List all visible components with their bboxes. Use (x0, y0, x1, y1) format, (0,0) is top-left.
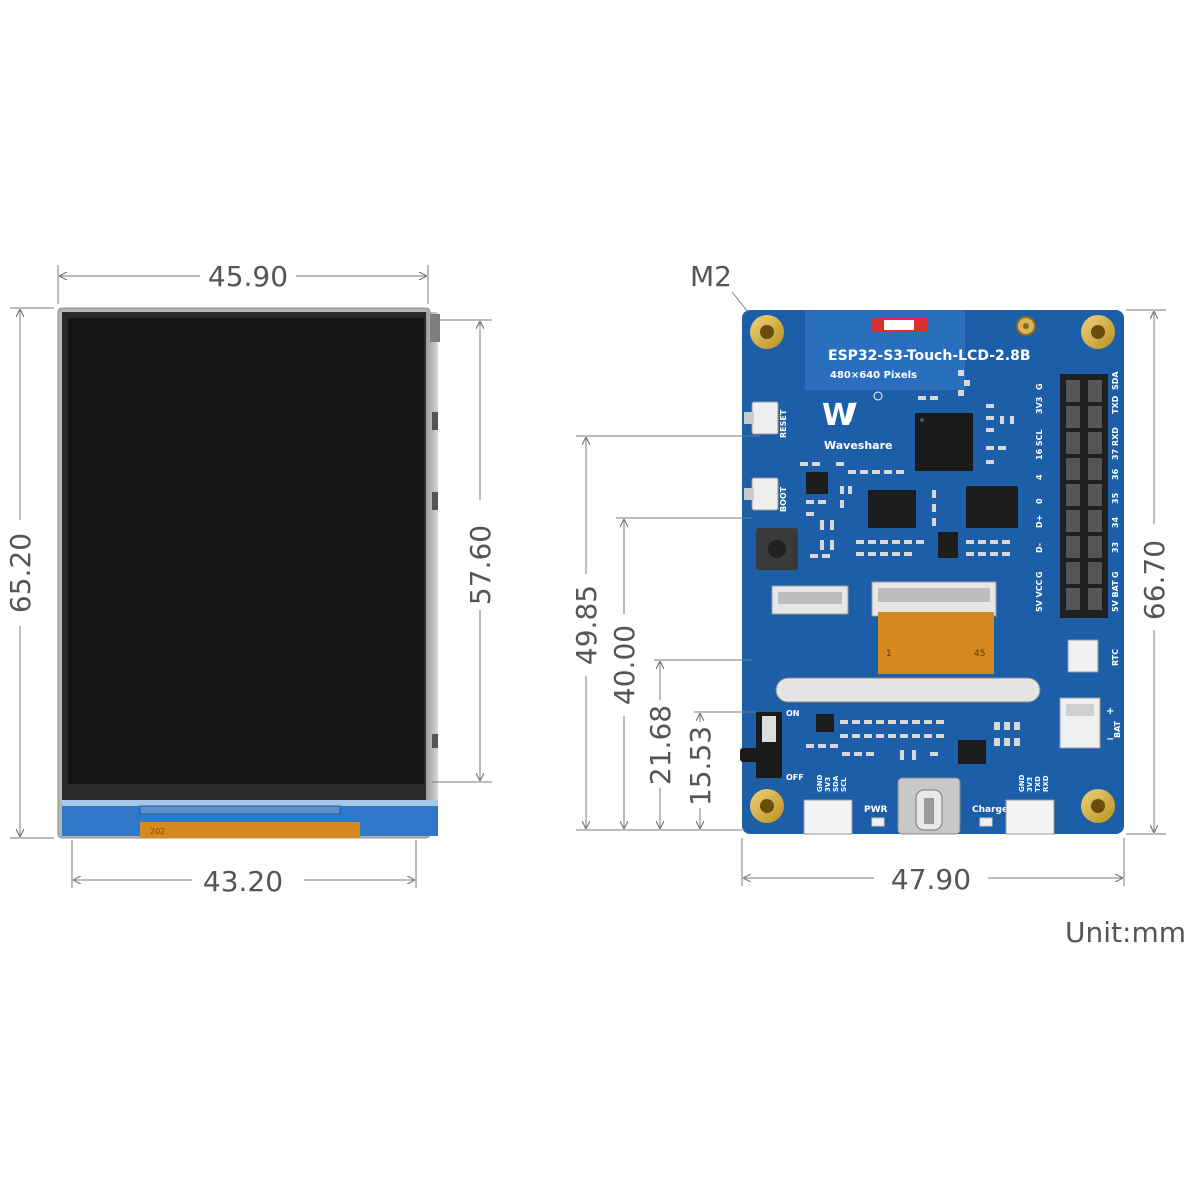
passive-components (800, 370, 1020, 760)
charge-led (979, 817, 993, 827)
lcd-front-fpc (140, 822, 360, 838)
boot-button[interactable] (751, 477, 779, 511)
board-title: ESP32-S3-Touch-LCD-2.8B (828, 348, 1031, 364)
svg-text:D+: D+ (1035, 515, 1044, 528)
svg-text:G: G (1035, 571, 1044, 578)
mount-label: M2 (690, 260, 732, 293)
dim-back-15: 15.53 (684, 726, 717, 806)
svg-text:SDA: SDA (1111, 371, 1120, 390)
boot-label: BOOT (779, 486, 788, 512)
fpc-front-label: 202 (150, 827, 165, 836)
mount-hole-icon (750, 315, 784, 349)
fpc-pin-right: 45 (974, 649, 985, 659)
svg-text:34: 34 (1111, 516, 1120, 528)
dim-front-width: 45.90 (208, 260, 288, 293)
uart-pin-labels: GND 3V3 TXD RXD (1018, 774, 1050, 792)
board-brand: Waveshare (824, 439, 892, 452)
mcu-chip (915, 413, 973, 471)
svg-text:TXD: TXD (1034, 776, 1042, 792)
svg-text:33: 33 (1111, 542, 1120, 553)
svg-text:37 RXD: 37 RXD (1111, 427, 1120, 460)
header-right-labels: 5V BAT G 33 34 35 36 37 RXD TXD SDA (1111, 371, 1120, 612)
uart-connector[interactable] (1005, 799, 1055, 835)
ic-chip (958, 740, 986, 764)
dim-front-height: 65.20 (4, 533, 37, 613)
bat-minus-label: − (1106, 734, 1114, 745)
charge-label: Charge (972, 805, 1008, 815)
pwr-label: PWR (864, 805, 888, 815)
svg-text:G: G (1035, 383, 1044, 390)
board-subtitle: 480×640 Pixels (830, 370, 917, 381)
pcb-slot (775, 677, 1041, 703)
dim-back-21: 21.68 (644, 705, 677, 785)
lcd-side-edge (426, 312, 438, 812)
bat-plus-label: + (1106, 706, 1114, 717)
mount-hole-icon (750, 789, 784, 823)
header-pins (1066, 380, 1102, 610)
dim-back-49: 49.85 (570, 585, 603, 665)
dim-screen-height: 57.60 (464, 525, 497, 605)
svg-text:0: 0 (1035, 498, 1044, 504)
svg-text:/: / (848, 398, 857, 426)
reset-label: RESET (779, 409, 788, 438)
waveshare-logo: W / (822, 391, 883, 433)
ic-chip (938, 532, 958, 558)
svg-text:GND: GND (1018, 774, 1026, 792)
i2c-connector[interactable] (803, 799, 853, 835)
dim-back-height: 66.70 (1138, 540, 1171, 620)
lcd-screen (68, 318, 424, 784)
ic-chip (868, 490, 916, 528)
front-view: 202 45.90 65.20 57.60 43.20 (4, 260, 497, 898)
ic-chip (816, 714, 834, 732)
dim-back-width: 47.90 (891, 863, 971, 896)
svg-text:W: W (822, 398, 855, 433)
svg-text:5V BAT: 5V BAT (1111, 580, 1120, 612)
svg-text:3V3: 3V3 (824, 777, 832, 792)
unit-label: Unit:mm (1065, 916, 1186, 949)
rtc-connector[interactable] (1067, 639, 1099, 673)
reset-button[interactable] (751, 401, 779, 435)
svg-text:3V3: 3V3 (1035, 397, 1044, 414)
ic-chip (806, 472, 828, 494)
ic-chip (966, 486, 1018, 528)
svg-text:5V VCC: 5V VCC (1035, 579, 1044, 612)
svg-text:16 SCL: 16 SCL (1035, 429, 1044, 460)
svg-text:3V3: 3V3 (1026, 777, 1034, 792)
i2c-pin-labels: GND 3V3 SDA SCL (816, 774, 848, 792)
dim-back-40: 40.00 (608, 625, 641, 705)
switch-on-label: ON (786, 709, 800, 718)
mount-hole-icon (1081, 789, 1115, 823)
svg-text:SCL: SCL (840, 777, 848, 792)
svg-text:4: 4 (1035, 474, 1044, 480)
svg-text:TXD: TXD (1111, 395, 1120, 414)
svg-text:RXD: RXD (1042, 775, 1050, 792)
pwr-led (871, 817, 885, 827)
svg-text:D-: D- (1035, 543, 1044, 553)
pcb-board (742, 310, 1124, 834)
svg-text:G: G (1111, 571, 1120, 578)
svg-text:35: 35 (1111, 492, 1120, 504)
rtc-label: RTC (1111, 649, 1120, 666)
mount-hole-icon (1081, 315, 1115, 349)
header-left-labels: 5V VCC G D- D+ 0 4 16 SCL 3V3 G (1035, 383, 1044, 612)
svg-text:GND: GND (816, 774, 824, 792)
dim-active-width: 43.20 (203, 865, 283, 898)
fpc-pin-left: 1 (886, 649, 892, 659)
bat-label: BAT (1113, 720, 1122, 738)
switch-off-label: OFF (786, 773, 804, 782)
lcd-fpc-ribbon (878, 612, 994, 674)
svg-text:SDA: SDA (832, 775, 840, 792)
svg-text:36: 36 (1111, 468, 1120, 480)
back-view: ESP32-S3-Touch-LCD-2.8B 480×640 Pixels W… (570, 260, 1171, 896)
